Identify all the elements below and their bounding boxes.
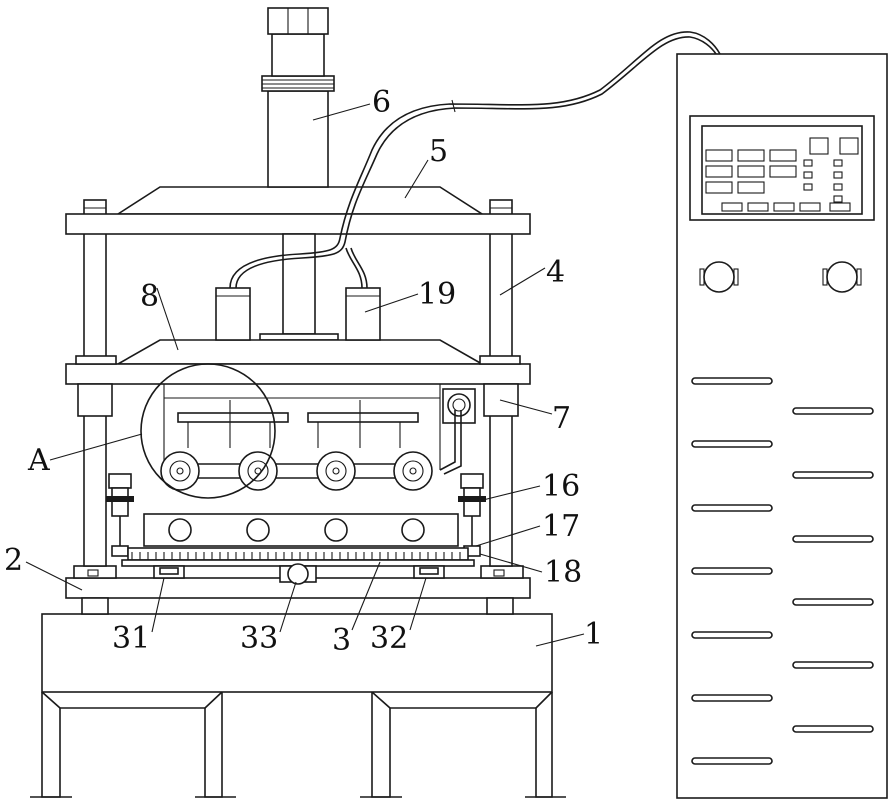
label-8: 8 [140, 279, 159, 314]
vent-slot [793, 599, 873, 605]
base-cabinet [30, 614, 566, 797]
label-5: 5 [429, 134, 448, 169]
label-18: 18 [544, 555, 582, 590]
label-1: 1 [584, 617, 603, 652]
label-7: 7 [552, 401, 571, 436]
label-31: 31 [112, 621, 150, 656]
label-2: 2 [4, 543, 23, 578]
vent-slot [793, 726, 873, 732]
label-4: 4 [546, 255, 565, 290]
control-cabinet [677, 54, 887, 798]
vent-slot [692, 505, 772, 511]
vent-slot [692, 758, 772, 764]
vent-slot [692, 632, 772, 638]
hydraulic-cylinder [260, 8, 338, 340]
label-32: 32 [370, 621, 408, 656]
label-A: A [27, 443, 50, 478]
top-frame [66, 187, 530, 234]
label-16: 16 [542, 469, 580, 504]
vent-slot [793, 536, 873, 542]
press-block [144, 514, 458, 546]
label-3: 3 [332, 623, 351, 658]
vent-slot [692, 378, 772, 384]
vent-slot [793, 662, 873, 668]
label-33: 33 [240, 621, 278, 656]
vent-slot [793, 472, 873, 478]
vent-slot [793, 408, 873, 414]
label-6: 6 [372, 85, 391, 120]
vent-slot [692, 441, 772, 447]
label-17: 17 [542, 509, 580, 544]
label-19: 19 [418, 277, 456, 312]
vent-slot [692, 568, 772, 574]
vent-slot [692, 695, 772, 701]
